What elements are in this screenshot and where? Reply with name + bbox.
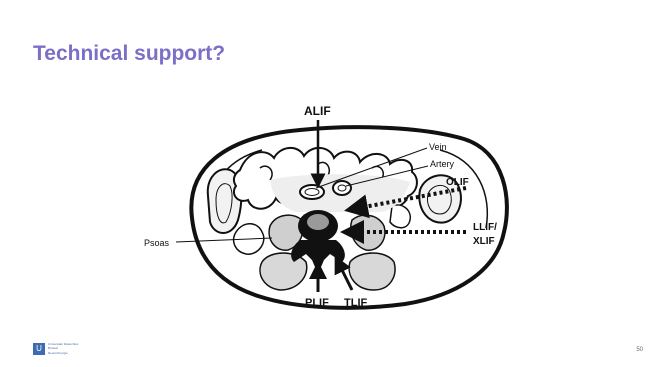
paraspinal-right [349, 253, 395, 290]
label-plif: PLIF [305, 297, 329, 309]
logo-line-3: Neurochirurgie [48, 352, 78, 356]
label-llif: LLIF/ [473, 222, 497, 233]
label-artery: Artery [430, 159, 455, 169]
page-number: 50 [636, 347, 643, 353]
label-vein: Vein [429, 142, 447, 152]
logo-text: Universitair Ziekenhuis Brussel Neurochi… [48, 343, 78, 356]
label-psoas: Psoas [144, 238, 170, 248]
label-olif: OLIF [446, 177, 469, 188]
label-xlif: XLIF [473, 236, 495, 247]
label-alif: ALIF [304, 104, 331, 118]
logo-mark: U [33, 343, 45, 355]
label-tlif: TLIF [344, 297, 367, 309]
intervertebral-disc [307, 214, 329, 230]
university-logo: U Universitair Ziekenhuis Brussel Neuroc… [33, 342, 78, 356]
